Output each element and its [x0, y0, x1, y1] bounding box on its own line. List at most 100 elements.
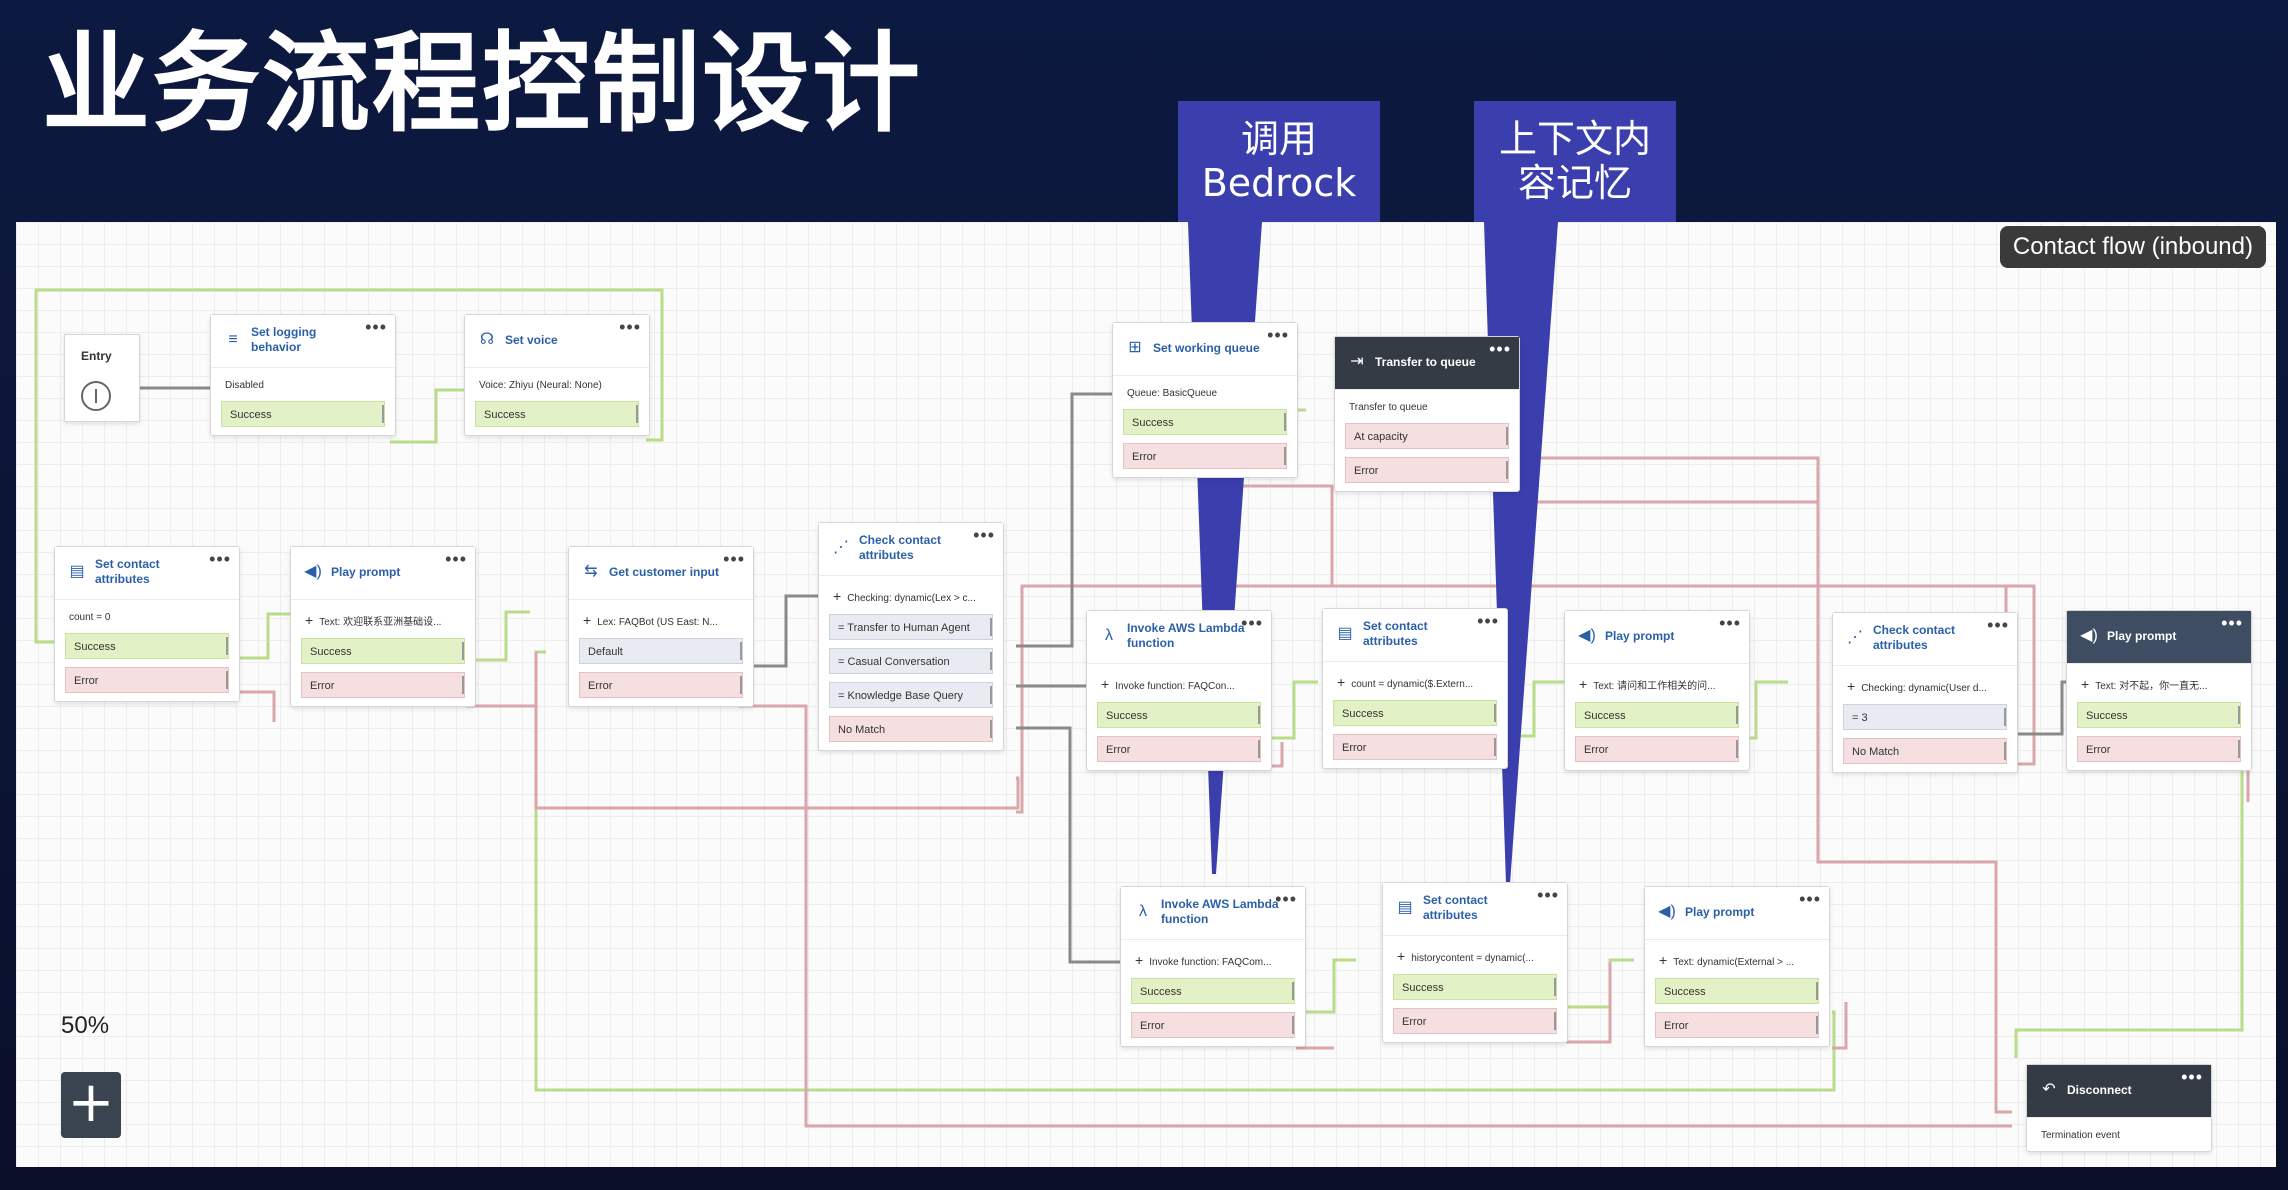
more-options-icon[interactable]: ••• [209, 549, 231, 569]
branch-success[interactable]: Success [1097, 702, 1261, 728]
more-options-icon[interactable]: ••• [1987, 615, 2009, 635]
node-play-prompt-welcome[interactable]: ◀) Play prompt ••• +Text: 欢迎联系亚洲基础设... S… [290, 546, 476, 707]
more-options-icon[interactable]: ••• [1477, 611, 1499, 631]
branch-error[interactable]: Error [1123, 443, 1287, 469]
branch-success[interactable]: Success [1333, 700, 1497, 726]
memory-callout-line2: 容记忆 [1517, 161, 1632, 205]
branch-error[interactable]: Error [1655, 1012, 1819, 1038]
branch-error[interactable]: Error [579, 672, 743, 698]
branch-equals-3[interactable]: = 3 [1843, 704, 2007, 730]
branch-error[interactable]: Error [1097, 736, 1261, 762]
more-options-icon[interactable]: ••• [1719, 613, 1741, 633]
node-detail: count = 0 [69, 612, 111, 623]
speaker-icon: ◀) [1578, 627, 1596, 644]
node-title: Set contact attributes [1423, 893, 1488, 922]
more-options-icon[interactable]: ••• [619, 317, 641, 337]
node-detail: +Checking: dynamic(User d... [1847, 678, 1987, 694]
branch-error[interactable]: Error [1333, 734, 1497, 760]
memory-callout-line1: 上下文内 [1498, 117, 1651, 161]
branch-default[interactable]: Default [579, 638, 743, 664]
contact-flow-title: Contact flow (inbound) [1999, 226, 2266, 268]
branch-success[interactable]: Success [1655, 978, 1819, 1004]
check-icon: ⋰ [833, 539, 849, 556]
node-detail: +count = dynamic($.Extern... [1337, 674, 1474, 690]
branch-no-match[interactable]: No Match [829, 716, 993, 742]
attributes-icon: ▤ [69, 563, 85, 580]
more-options-icon[interactable]: ••• [2221, 613, 2243, 633]
zoom-level: 50% [61, 1012, 110, 1039]
entry-node[interactable]: Entry [64, 334, 140, 422]
branch-success[interactable]: Success [1575, 702, 1739, 728]
branch-success[interactable]: Success [1131, 978, 1295, 1004]
memory-callout: 上下文内 容记忆 [1474, 101, 1676, 223]
branch-success[interactable]: Success [65, 633, 229, 659]
more-options-icon[interactable]: ••• [445, 549, 467, 569]
node-invoke-lambda-faq[interactable]: λ Invoke AWS Lambda function ••• +Invoke… [1086, 610, 1272, 771]
branch-casual[interactable]: = Casual Conversation [829, 648, 993, 674]
node-title: Set contact attributes [1363, 619, 1428, 648]
node-title: Play prompt [1605, 629, 1675, 643]
branch-at-capacity[interactable]: At capacity [1345, 423, 1509, 449]
more-options-icon[interactable]: ••• [1241, 613, 1263, 633]
branch-error[interactable]: Error [1131, 1012, 1295, 1038]
node-set-attributes-history[interactable]: ▤ Set contact attributes ••• +historycon… [1382, 882, 1568, 1043]
node-title: Invoke AWS Lambda function [1161, 897, 1279, 926]
node-title: Set voice [505, 333, 558, 347]
queue-icon: ⊞ [1128, 339, 1142, 356]
node-transfer-to-queue[interactable]: ⇥ Transfer to queue ••• Transfer to queu… [1334, 336, 1520, 492]
node-set-attributes-count[interactable]: ▤ Set contact attributes ••• count = 0 S… [54, 546, 240, 702]
node-title: Set contact attributes [95, 557, 160, 586]
flow-canvas[interactable]: Contact flow (inbound) Entry ≡ Set loggi… [16, 222, 2276, 1167]
speaker-icon: ◀) [304, 563, 322, 580]
node-get-customer-input[interactable]: ⇆ Get customer input ••• +Lex: FAQBot (U… [568, 546, 754, 707]
more-options-icon[interactable]: ••• [2181, 1067, 2203, 1087]
node-check-attributes-intent[interactable]: ⋰ Check contact attributes ••• +Checking… [818, 522, 1004, 751]
more-options-icon[interactable]: ••• [1489, 339, 1511, 359]
branch-error[interactable]: Error [65, 667, 229, 693]
node-detail: +Text: 欢迎联系亚洲基础设... [305, 612, 442, 628]
node-check-attributes-count[interactable]: ⋰ Check contact attributes ••• +Checking… [1832, 612, 2018, 773]
node-detail: +Invoke function: FAQCon... [1101, 676, 1235, 692]
more-options-icon[interactable]: ••• [973, 525, 995, 545]
transfer-icon: ⇥ [1350, 353, 1364, 370]
branch-success[interactable]: Success [2077, 702, 2241, 728]
node-disconnect[interactable]: ↶ Disconnect ••• Termination event [2026, 1064, 2212, 1152]
branch-error[interactable]: Error [301, 672, 465, 698]
node-set-working-queue[interactable]: ⊞ Set working queue ••• Queue: BasicQueu… [1112, 322, 1298, 478]
node-set-attributes-count-update[interactable]: ▤ Set contact attributes ••• +count = dy… [1322, 608, 1508, 769]
node-set-logging[interactable]: ≡ Set logging behavior ••• Disabled Succ… [210, 314, 396, 436]
more-options-icon[interactable]: ••• [1267, 325, 1289, 345]
more-options-icon[interactable]: ••• [723, 549, 745, 569]
branch-success[interactable]: Success [475, 401, 639, 427]
node-play-prompt-question[interactable]: ◀) Play prompt ••• +Text: 请问和工作相关的问... S… [1564, 610, 1750, 771]
branch-knowledge-base[interactable]: = Knowledge Base Query [829, 682, 993, 708]
node-detail: Disabled [225, 380, 264, 391]
node-invoke-lambda-faqcom[interactable]: λ Invoke AWS Lambda function ••• +Invoke… [1120, 886, 1306, 1047]
lambda-icon: λ [1105, 627, 1113, 644]
branch-error[interactable]: Error [1345, 457, 1509, 483]
attributes-icon: ▤ [1337, 625, 1353, 642]
node-detail: +Checking: dynamic(Lex > c... [833, 588, 976, 604]
more-options-icon[interactable]: ••• [1537, 885, 1559, 905]
node-play-prompt-sorry[interactable]: ◀) Play prompt ••• +Text: 对不起，你一直无... Su… [2066, 610, 2252, 771]
branch-error[interactable]: Error [1393, 1008, 1557, 1034]
speaker-icon: ◀) [1658, 903, 1676, 920]
branch-success[interactable]: Success [1393, 974, 1557, 1000]
bedrock-callout-line2: Bedrock [1201, 161, 1357, 205]
zoom-in-button[interactable]: + [61, 1072, 121, 1138]
branch-error[interactable]: Error [2077, 736, 2241, 762]
more-options-icon[interactable]: ••• [1799, 889, 1821, 909]
branch-success[interactable]: Success [221, 401, 385, 427]
node-detail: Termination event [2041, 1130, 2120, 1141]
node-set-voice[interactable]: ☊ Set voice ••• Voice: Zhiyu (Neural: No… [464, 314, 650, 436]
more-options-icon[interactable]: ••• [1275, 889, 1297, 909]
node-play-prompt-answer[interactable]: ◀) Play prompt ••• +Text: dynamic(Extern… [1644, 886, 1830, 1047]
voice-icon: ☊ [479, 331, 495, 348]
more-options-icon[interactable]: ••• [365, 317, 387, 337]
node-detail: Queue: BasicQueue [1127, 388, 1218, 399]
branch-error[interactable]: Error [1575, 736, 1739, 762]
branch-success[interactable]: Success [301, 638, 465, 664]
branch-success[interactable]: Success [1123, 409, 1287, 435]
branch-no-match[interactable]: No Match [1843, 738, 2007, 764]
branch-transfer-human[interactable]: = Transfer to Human Agent [829, 614, 993, 640]
